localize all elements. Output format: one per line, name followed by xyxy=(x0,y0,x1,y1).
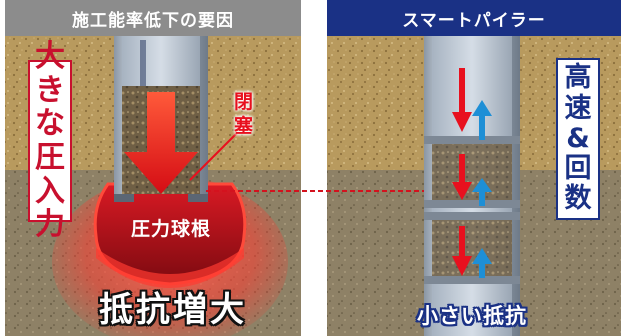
pressure-bulb xyxy=(52,176,288,336)
pressure-label-char: 大 xyxy=(35,39,65,75)
right-result-label: 小さい抵抗 xyxy=(417,304,527,328)
speed-label-box: 高 速 & 回 数 xyxy=(556,58,600,220)
pressure-label-char: 力 xyxy=(35,207,65,243)
pressure-bulb-label: 圧力球根 xyxy=(130,218,211,240)
flow-arrows-bottom xyxy=(452,226,492,278)
pressure-label-char: 圧 xyxy=(35,140,65,175)
pressure-label-char: き xyxy=(35,72,65,108)
speed-label-char: 回 xyxy=(564,153,592,185)
speed-label-char: & xyxy=(566,122,590,154)
pressure-label-char: な xyxy=(35,106,65,142)
right-panel-title: スマートパイラー xyxy=(327,0,621,36)
blockage-pointer xyxy=(189,131,239,181)
speed-label-char: 高 xyxy=(564,62,592,94)
blockage-label-char: 塞 xyxy=(234,114,254,137)
flow-arrows-top xyxy=(452,68,492,140)
speed-label-char: 数 xyxy=(564,183,592,215)
flow-arrows-middle xyxy=(452,154,492,206)
left-result-label: 抵抗増大 xyxy=(99,290,247,330)
pressure-label-box: 大 き な 圧 入 力 xyxy=(28,40,72,241)
downward-pressure-arrow xyxy=(124,92,198,194)
pressure-label-char: 入 xyxy=(35,173,65,209)
right-pile xyxy=(424,36,520,336)
speed-label-char: 速 xyxy=(564,92,592,124)
blockage-label: 閉 塞 xyxy=(234,91,253,139)
blockage-label-char: 閉 xyxy=(234,91,254,113)
left-panel-title: 施工能率低下の要因 xyxy=(5,0,301,36)
